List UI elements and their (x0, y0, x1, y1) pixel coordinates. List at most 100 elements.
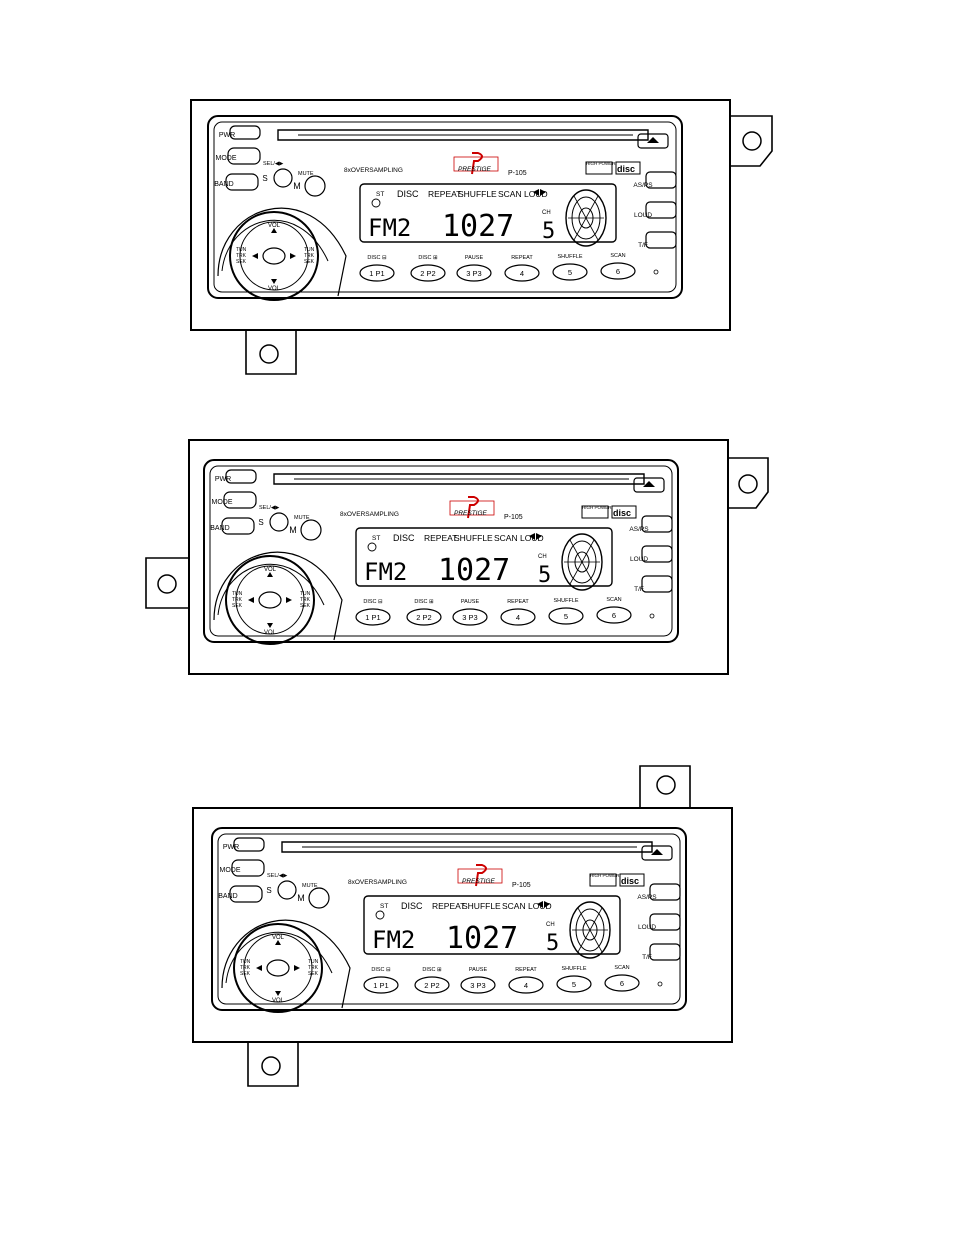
tf-label: T/F (638, 242, 648, 249)
vol-up-label: VOL (272, 935, 285, 941)
preset-function-label: PAUSE (465, 255, 484, 261)
display-indicator: SCAN (498, 189, 522, 199)
ch-indicator: CH (538, 554, 547, 560)
display-indicator: SHUFFLE (454, 533, 493, 543)
preset-function-label: SHUFFLE (557, 254, 582, 260)
preset-readout: 5 (538, 563, 551, 588)
mounting-tab-right (730, 115, 773, 167)
preset-button-label: 4 (524, 981, 528, 990)
asps-label: AS/PS (633, 182, 653, 189)
frequency-readout: 1027 (446, 921, 518, 956)
preset-function-label: DISC ⊟ (371, 967, 391, 973)
brand-name: PRESTIGE (454, 510, 488, 517)
display-indicator: LOUD (520, 533, 544, 543)
sel-button-label: S (262, 174, 267, 183)
radio-unit-1 (190, 99, 773, 375)
preset-button-label: 1 P1 (369, 269, 384, 278)
vol-down-label: VOL (264, 630, 277, 636)
preset-button-label: 5 (568, 268, 572, 277)
display-indicator: REPEAT (424, 533, 457, 543)
mounting-tab-left (145, 557, 189, 609)
pwr-label: PWR (215, 476, 231, 483)
preset-button-label: 2 P2 (416, 613, 431, 622)
sel-label: SEL/◀▶ (267, 873, 288, 879)
loud-label: LOUD (634, 212, 652, 219)
band-label: BAND (210, 525, 229, 532)
preset-function-label: SCAN (614, 965, 629, 971)
mounting-tab-top (639, 765, 691, 808)
preset-button-label: 3 P3 (466, 269, 481, 278)
asps-label: AS/PS (629, 526, 649, 533)
band-label: BAND (214, 181, 233, 188)
radio-unit-2 (145, 439, 769, 675)
mounting-tab-bottom (247, 1042, 299, 1087)
knob-left-label: TRK (240, 965, 251, 971)
knob-left-label: TUN (232, 591, 243, 597)
vol-down-label: VOL (272, 998, 285, 1004)
mode-label: MODE (220, 867, 241, 874)
preset-button-label: 2 P2 (420, 269, 435, 278)
mode-label: MODE (216, 155, 237, 162)
mounting-hole (259, 344, 279, 364)
ch-indicator: CH (546, 922, 555, 928)
preset-button-label: 4 (520, 269, 524, 278)
sel-label: SEL/◀▶ (263, 161, 284, 167)
model-label: P-105 (512, 882, 531, 889)
tf-label: T/F (642, 954, 652, 961)
mounting-frame (192, 807, 733, 1043)
ch-indicator: CH (542, 210, 551, 216)
disc-indicator: DISC (397, 189, 419, 199)
oversampling-label: 8xOVERSAMPLING (348, 879, 407, 886)
preset-button-label: 2 P2 (424, 981, 439, 990)
display-indicator: SHUFFLE (462, 901, 501, 911)
asps-label: AS/PS (637, 894, 657, 901)
st-indicator: ST (380, 903, 388, 910)
preset-function-label: DISC ⊟ (363, 599, 383, 605)
mute-label: MUTE (294, 515, 310, 521)
mounting-frame (190, 99, 731, 331)
oversampling-label: 8xOVERSAMPLING (344, 167, 403, 174)
display-indicator: LOUD (524, 189, 548, 199)
display-indicator: REPEAT (428, 189, 461, 199)
preset-button-label: 6 (616, 267, 620, 276)
high-power-label: HIGH POWER (590, 873, 620, 878)
mounting-tab-right (728, 457, 769, 509)
preset-function-label: SCAN (606, 597, 621, 603)
mute-label: MUTE (302, 883, 318, 889)
band-readout: FM2 (368, 214, 411, 242)
mounting-hole (742, 131, 762, 151)
preset-readout: 5 (542, 219, 555, 244)
knob-right-label: TUN (308, 959, 319, 965)
knob-left-label: SEK (240, 971, 251, 977)
preset-function-label: SHUFFLE (561, 966, 586, 972)
high-power-label: HIGH POWER (586, 161, 616, 166)
preset-button-label: 3 P3 (462, 613, 477, 622)
knob-right-label: TRK (300, 597, 311, 603)
knob-right-label: TRK (308, 965, 319, 971)
brand-name: PRESTIGE (462, 878, 496, 885)
display-indicator: SHUFFLE (458, 189, 497, 199)
sel-button-label: S (266, 886, 271, 895)
st-indicator: ST (372, 535, 380, 542)
knob-right-label: TUN (300, 591, 311, 597)
loud-label: LOUD (630, 556, 648, 563)
radio-unit-3 (192, 765, 733, 1087)
knob-left-label: TUN (236, 247, 247, 253)
display-indicator: REPEAT (432, 901, 465, 911)
frequency-readout: 1027 (438, 553, 510, 588)
oversampling-label: 8xOVERSAMPLING (340, 511, 399, 518)
mounting-hole (656, 775, 676, 795)
frequency-readout: 1027 (442, 209, 514, 244)
mounting-frame (188, 439, 729, 675)
band-readout: FM2 (372, 926, 415, 954)
preset-function-label: PAUSE (469, 967, 488, 973)
knob-right-label: SEK (300, 603, 311, 609)
mute-button-label: M (297, 893, 305, 903)
preset-function-label: DISC ⊞ (422, 967, 442, 973)
st-indicator: ST (376, 191, 384, 198)
knob-left-label: TRK (232, 597, 243, 603)
knob-left-label: TRK (236, 253, 247, 259)
